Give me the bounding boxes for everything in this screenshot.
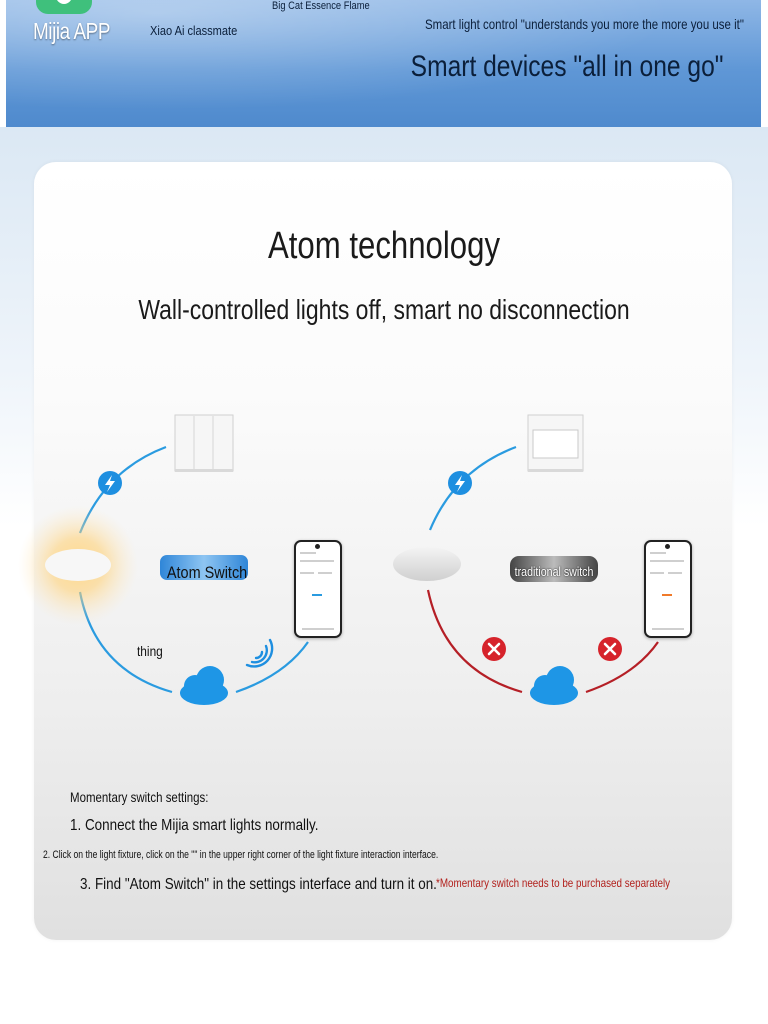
single-wall-switch-icon [527, 414, 584, 472]
settings-step-2: 2. Click on the light fixture, click on … [43, 849, 439, 861]
disconnected-x-icon [482, 637, 506, 661]
purchase-note: *Momentary switch needs to be purchased … [436, 876, 671, 890]
xiaoai-label: Xiao Ai classmate [150, 23, 238, 38]
xiaoai-icon [161, 0, 221, 10]
lightning-badge-icon [448, 471, 472, 495]
ceiling-lamp-on-icon [45, 549, 111, 581]
cloud-icon [180, 666, 228, 705]
settings-step-1: 1. Connect the Mijia smart lights normal… [70, 817, 319, 834]
traditional-switch-badge [510, 556, 598, 582]
mijia-app-icon [36, 0, 92, 14]
atom-switch-badge [160, 555, 248, 580]
page-subtitle: Wall-controlled lights off, smart no dis… [138, 294, 630, 325]
bigcat-label: Big Cat Essence Flame [272, 0, 370, 12]
triple-wall-switch-icon [174, 414, 234, 472]
ceiling-lamp-off-icon [393, 547, 461, 581]
settings-step-3: 3. Find "Atom Switch" in the settings in… [80, 876, 437, 893]
cloud-icon [530, 666, 578, 705]
mijia-app-label: Mijia APP [33, 18, 111, 44]
page-title: Atom technology [267, 225, 501, 267]
banner-sheen [6, 0, 761, 127]
comparison-diagram [18, 414, 659, 705]
wireless-signal-icon [245, 638, 274, 668]
disconnected-x-icon [598, 637, 622, 661]
traditional-switch-label: traditional switch [514, 564, 594, 579]
top-banner: Mijia APP Xiao Ai classmate Big Cat Esse… [6, 0, 761, 127]
thing-label: thing [137, 643, 163, 659]
atom-switch-label: Atom Switch [166, 563, 248, 582]
content-card [34, 162, 732, 940]
lightning-badge-icon [98, 471, 122, 495]
smartphone-icon [294, 540, 342, 638]
settings-heading: Momentary switch settings: [70, 789, 209, 805]
smartphone-icon [644, 540, 692, 638]
banner-subtitle: Smart light control "understands you mor… [425, 16, 744, 32]
banner-title: Smart devices "all in one go" [410, 50, 723, 83]
